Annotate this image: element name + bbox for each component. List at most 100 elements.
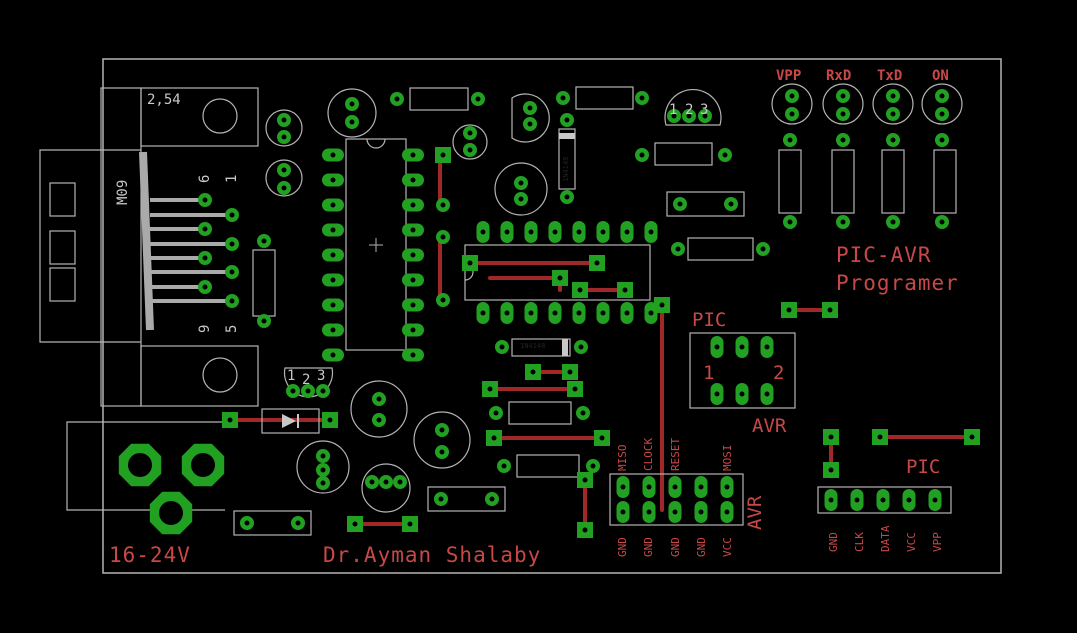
pic-pin-vcc: VCC <box>905 532 918 552</box>
pad-hole <box>939 137 945 143</box>
pad-hole <box>577 287 583 293</box>
pad-hole <box>128 453 152 477</box>
pad-hole <box>599 435 605 441</box>
pad-hole <box>827 307 833 313</box>
pad-hole <box>229 298 235 304</box>
pad-hole <box>828 434 834 440</box>
pad-hole <box>786 307 792 313</box>
pad-hole <box>438 496 444 502</box>
pad-hole <box>648 310 654 316</box>
diode-label-2: 1N4148 <box>562 156 570 182</box>
connector-name-label: M09 <box>115 179 131 205</box>
pad-hole <box>906 497 912 503</box>
subtitle-label: Programer <box>836 271 959 295</box>
pad-hole <box>659 302 665 308</box>
pad-hole <box>330 227 336 233</box>
small-capacitors <box>233 191 745 536</box>
pad-hole <box>504 229 510 235</box>
regulator-pin-3: 3 <box>700 102 709 118</box>
pad-hole <box>828 497 834 503</box>
pad-hole <box>639 152 645 158</box>
pad-hole <box>229 212 235 218</box>
pad-hole <box>560 95 566 101</box>
pad-hole <box>330 252 336 258</box>
regulator-pin-1: 1 <box>669 102 678 118</box>
pad-hole <box>527 121 533 127</box>
pad-hole <box>467 260 473 266</box>
pad-hole <box>504 310 510 316</box>
pad-hole <box>724 509 730 515</box>
pad-hole <box>440 202 446 208</box>
avr-pin-vcc: VCC <box>721 537 734 557</box>
jumper-outline <box>689 332 796 409</box>
pad-hole <box>552 310 558 316</box>
avr-pin-miso: MISO <box>616 444 629 472</box>
pad-hole <box>722 152 728 158</box>
avr-pin-mosi: MOSI <box>721 444 734 472</box>
pad-hole <box>648 229 654 235</box>
pad-hole <box>620 484 626 490</box>
led-label-on: ON <box>932 68 949 84</box>
pad-hole <box>320 453 326 459</box>
pad-hole <box>939 93 945 99</box>
pad-hole <box>467 147 473 153</box>
pad-hole <box>567 369 573 375</box>
power-jack <box>66 421 225 511</box>
author-label: Dr.Ayman Shalaby <box>323 543 542 567</box>
pad-hole <box>789 111 795 117</box>
avr-header-outline <box>609 473 744 526</box>
pad-hole <box>320 388 326 394</box>
pad-hole <box>330 202 336 208</box>
pad-hole <box>594 260 600 266</box>
pad-hole <box>410 202 416 208</box>
pad-hole <box>582 477 588 483</box>
pad-hole <box>840 111 846 117</box>
pad-hole <box>281 117 287 123</box>
dip18-ic <box>345 138 407 351</box>
pad-hole <box>564 194 570 200</box>
pad-hole <box>487 386 493 392</box>
pad-hole <box>330 277 336 283</box>
pad-hole <box>854 497 860 503</box>
pad-hole <box>624 229 630 235</box>
led-label-txd: TxD <box>877 68 903 84</box>
pads-square <box>222 147 980 538</box>
pad-hole <box>369 479 375 485</box>
pad-hole <box>410 177 416 183</box>
pad-hole <box>646 509 652 515</box>
pad-hole <box>764 391 770 397</box>
pad-hole <box>639 95 645 101</box>
pad-hole <box>410 302 416 308</box>
db9-pins <box>139 151 232 331</box>
pad-hole <box>969 434 975 440</box>
pad-hole <box>376 396 382 402</box>
pad-hole <box>572 386 578 392</box>
pad-hole <box>410 227 416 233</box>
led-label-rxd: RxD <box>826 68 852 84</box>
transistor-pin-2: 2 <box>302 372 311 388</box>
pad-hole <box>410 352 416 358</box>
pad-hole <box>330 327 336 333</box>
pad-hole <box>349 101 355 107</box>
transistor-pin-3: 3 <box>317 368 326 384</box>
pad-hole <box>739 344 745 350</box>
pad-hole <box>724 484 730 490</box>
pad-hole <box>410 252 416 258</box>
pad-hole <box>261 318 267 324</box>
pad-hole <box>330 152 336 158</box>
pad-hole <box>352 521 358 527</box>
pad-hole <box>890 219 896 225</box>
pad-hole <box>202 284 208 290</box>
pad-hole <box>590 463 596 469</box>
pad-hole <box>330 302 336 308</box>
connector-pin-1: 1 <box>224 174 240 183</box>
pad-hole <box>501 463 507 469</box>
regulator-pin-2: 2 <box>685 102 694 118</box>
pad-hole <box>527 105 533 111</box>
pad-hole <box>202 255 208 261</box>
pad-hole <box>376 417 382 423</box>
pad-hole <box>410 327 416 333</box>
pad-hole <box>489 496 495 502</box>
pad-hole <box>281 185 287 191</box>
pad-hole <box>320 467 326 473</box>
